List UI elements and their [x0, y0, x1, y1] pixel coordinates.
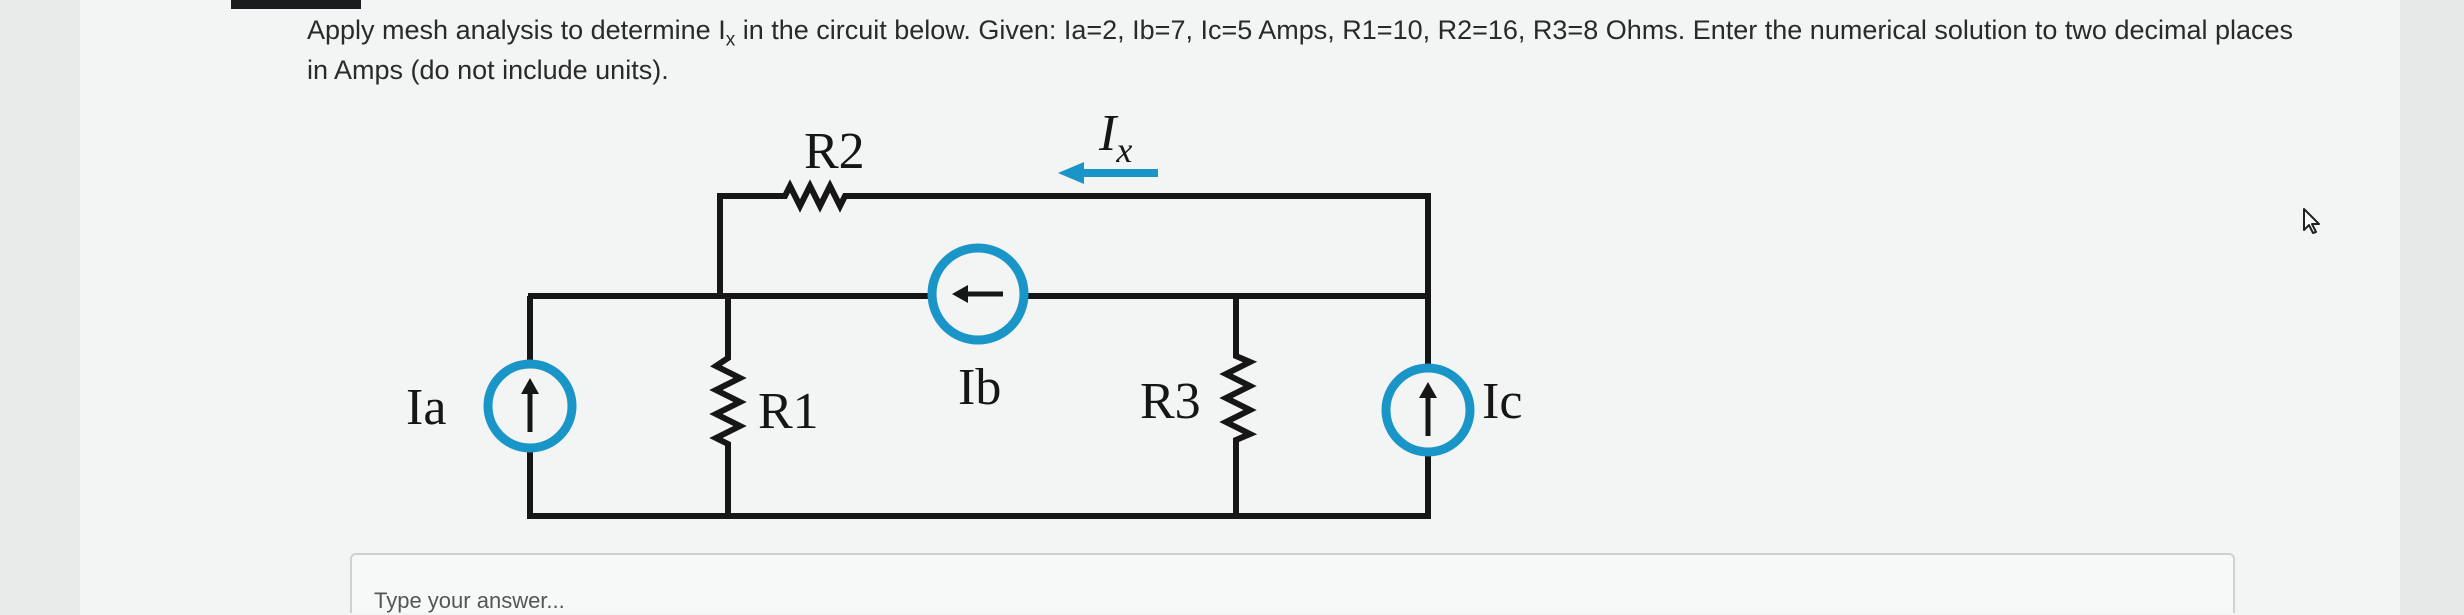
ib-current-source-icon [927, 243, 1029, 345]
ix-label-sub: x [1115, 130, 1132, 170]
question-text-part1: Apply mesh analysis to determine I [307, 15, 726, 45]
header-bar-fragment [231, 0, 361, 9]
r1-label: R1 [758, 383, 819, 440]
ib-label: Ib [958, 359, 1001, 416]
ia-current-source-icon [483, 359, 577, 453]
question-text: Apply mesh analysis to determine Ix in t… [307, 10, 2317, 90]
mouse-pointer-icon [2303, 208, 2320, 234]
question-subscript: x [725, 29, 736, 51]
answer-input[interactable] [350, 553, 2235, 613]
circuit-wires [527, 179, 1431, 519]
ia-label: Ia [406, 379, 446, 436]
ix-label-main: I [1098, 105, 1119, 162]
r2-label: R2 [804, 123, 865, 180]
ix-label: Ix [1098, 105, 1132, 170]
r3-label: R3 [1140, 373, 1201, 430]
ix-arrow-icon [1058, 162, 1158, 184]
ic-label: Ic [1482, 373, 1522, 430]
ic-current-source-icon [1381, 363, 1475, 457]
left-margin [0, 0, 80, 615]
question-text-part2: in the circuit below. Given: Ia=2, Ib=7,… [307, 15, 2294, 85]
right-margin [2400, 0, 2464, 615]
